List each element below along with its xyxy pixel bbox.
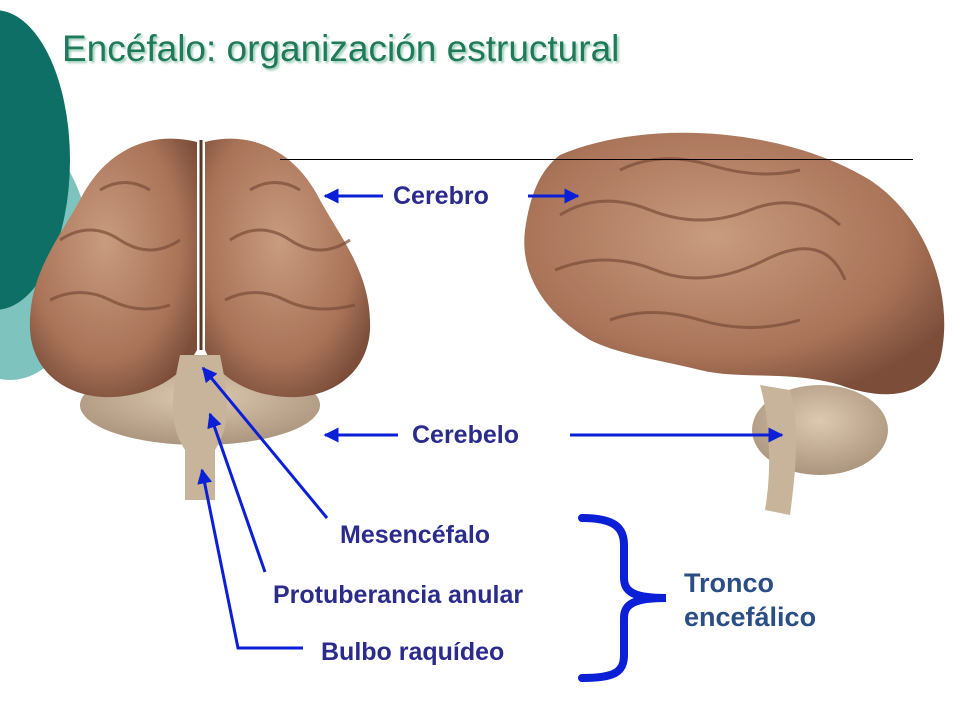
divider-line [280,159,913,160]
label-mesencefalo: Mesencéfalo [340,521,491,549]
label-protuberancia: Protuberancia anular [273,581,524,609]
label-tronco-line2: encefálico [684,602,817,632]
brain-front-view [29,138,371,500]
slide-title: Encéfalo: organización estructural [62,28,620,69]
arrow-protuberancia [207,412,267,573]
label-bulbo: Bulbo raquídeo [321,638,505,666]
brace [578,514,667,682]
label-cerebro: Cerebro [393,182,489,210]
arrows [197,188,784,650]
arrow-mesencefalo [201,366,329,519]
arrow-bulbo [197,468,303,650]
brain-lateral-view [524,132,945,515]
label-tronco-line1: Tronco [684,568,775,598]
label-tronco-encefalico: Tronco encefálico [684,566,816,634]
label-cerebelo: Cerebelo [412,421,519,449]
